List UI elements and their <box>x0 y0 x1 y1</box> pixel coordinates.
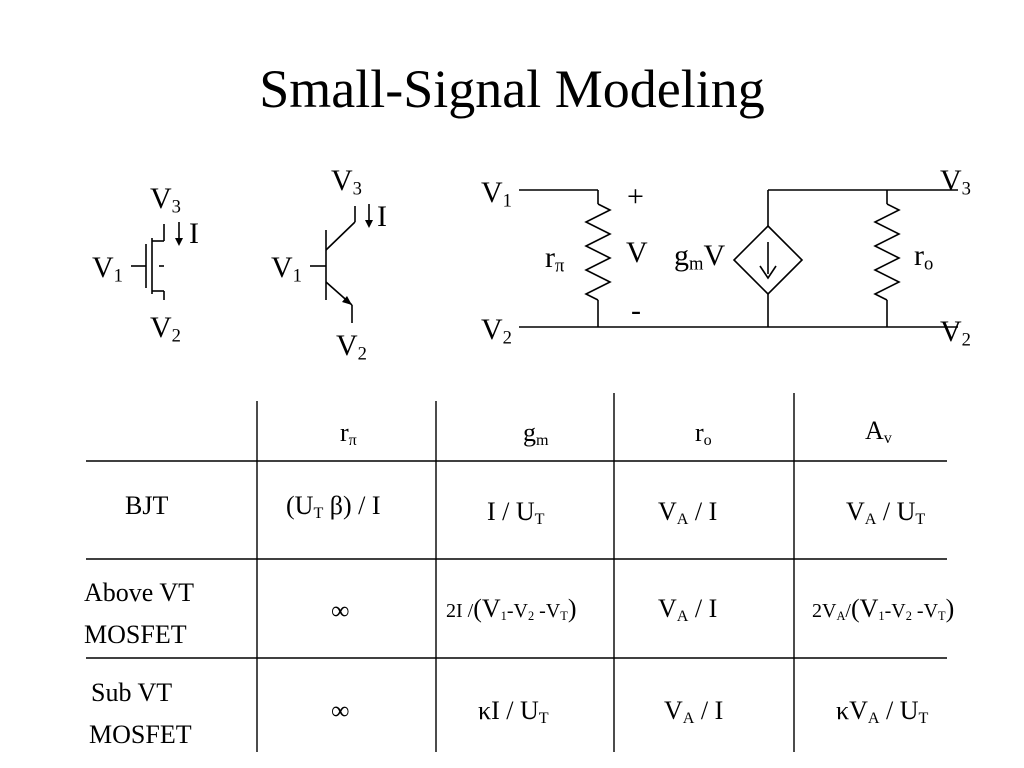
cell-sub-r-o: VA / I <box>664 696 724 728</box>
bjt-current-label: I <box>377 200 387 233</box>
row-label-bjt: BJT <box>125 491 169 520</box>
model-v2-out-label: V2 <box>940 315 971 351</box>
v-label: V <box>626 236 648 269</box>
header-r-pi: rπ <box>340 418 357 450</box>
mosfet-current-label: I <box>189 217 199 250</box>
r-pi-label: rπ <box>545 241 565 277</box>
bjt-v1-label: V1 <box>271 251 302 287</box>
model-v3-out-label: V3 <box>940 164 971 200</box>
row-label-above-vt-line1: Above VT <box>84 578 195 607</box>
cell-bjt-g-m: I / UT <box>487 497 545 529</box>
cell-sub-r-pi: ∞ <box>331 696 350 725</box>
bjt-symbol <box>310 206 356 323</box>
cell-above-g-m: 2I /(V1-V2 -VT) <box>446 594 577 624</box>
mosfet-v2-label: V2 <box>150 311 181 347</box>
bjt-current-arrow <box>365 204 373 228</box>
mosfet-symbol <box>131 224 165 300</box>
r-o-label: ro <box>914 239 934 275</box>
cell-bjt-r-pi: (UT β) / I <box>286 491 381 523</box>
plus-sign: + <box>627 180 644 213</box>
page-title: Small-Signal Modeling <box>259 59 765 119</box>
model-v1-label: V1 <box>481 176 512 212</box>
gmv-label: gmV <box>674 239 726 275</box>
minus-sign: - <box>631 294 641 327</box>
cell-above-r-pi: ∞ <box>331 596 350 625</box>
cell-bjt-a-v: VA / UT <box>846 497 926 529</box>
cell-above-r-o: VA / I <box>658 594 718 626</box>
cell-sub-g-m: κI / UT <box>478 696 549 728</box>
mosfet-v3-label: V3 <box>150 182 181 218</box>
cell-bjt-r-o: VA / I <box>658 497 718 529</box>
small-signal-model <box>519 189 958 328</box>
row-label-sub-vt-line1: Sub VT <box>91 678 173 707</box>
header-r-o: ro <box>695 418 712 450</box>
bjt-v2-label: V2 <box>336 329 367 365</box>
bjt-v3-label: V3 <box>331 164 362 200</box>
mosfet-v1-label: V1 <box>92 251 123 287</box>
table-grid <box>86 393 947 752</box>
row-label-sub-vt-line2: MOSFET <box>89 720 192 749</box>
model-v2-label: V2 <box>481 313 512 349</box>
cell-sub-a-v: κVA / UT <box>836 696 929 728</box>
header-g-m: gm <box>523 418 549 450</box>
row-label-above-vt-line2: MOSFET <box>84 620 187 649</box>
mosfet-current-arrow <box>175 222 183 246</box>
cell-above-a-v: 2VA/(V1-V2 -VT) <box>812 594 955 624</box>
header-a-v: Av <box>865 416 892 448</box>
